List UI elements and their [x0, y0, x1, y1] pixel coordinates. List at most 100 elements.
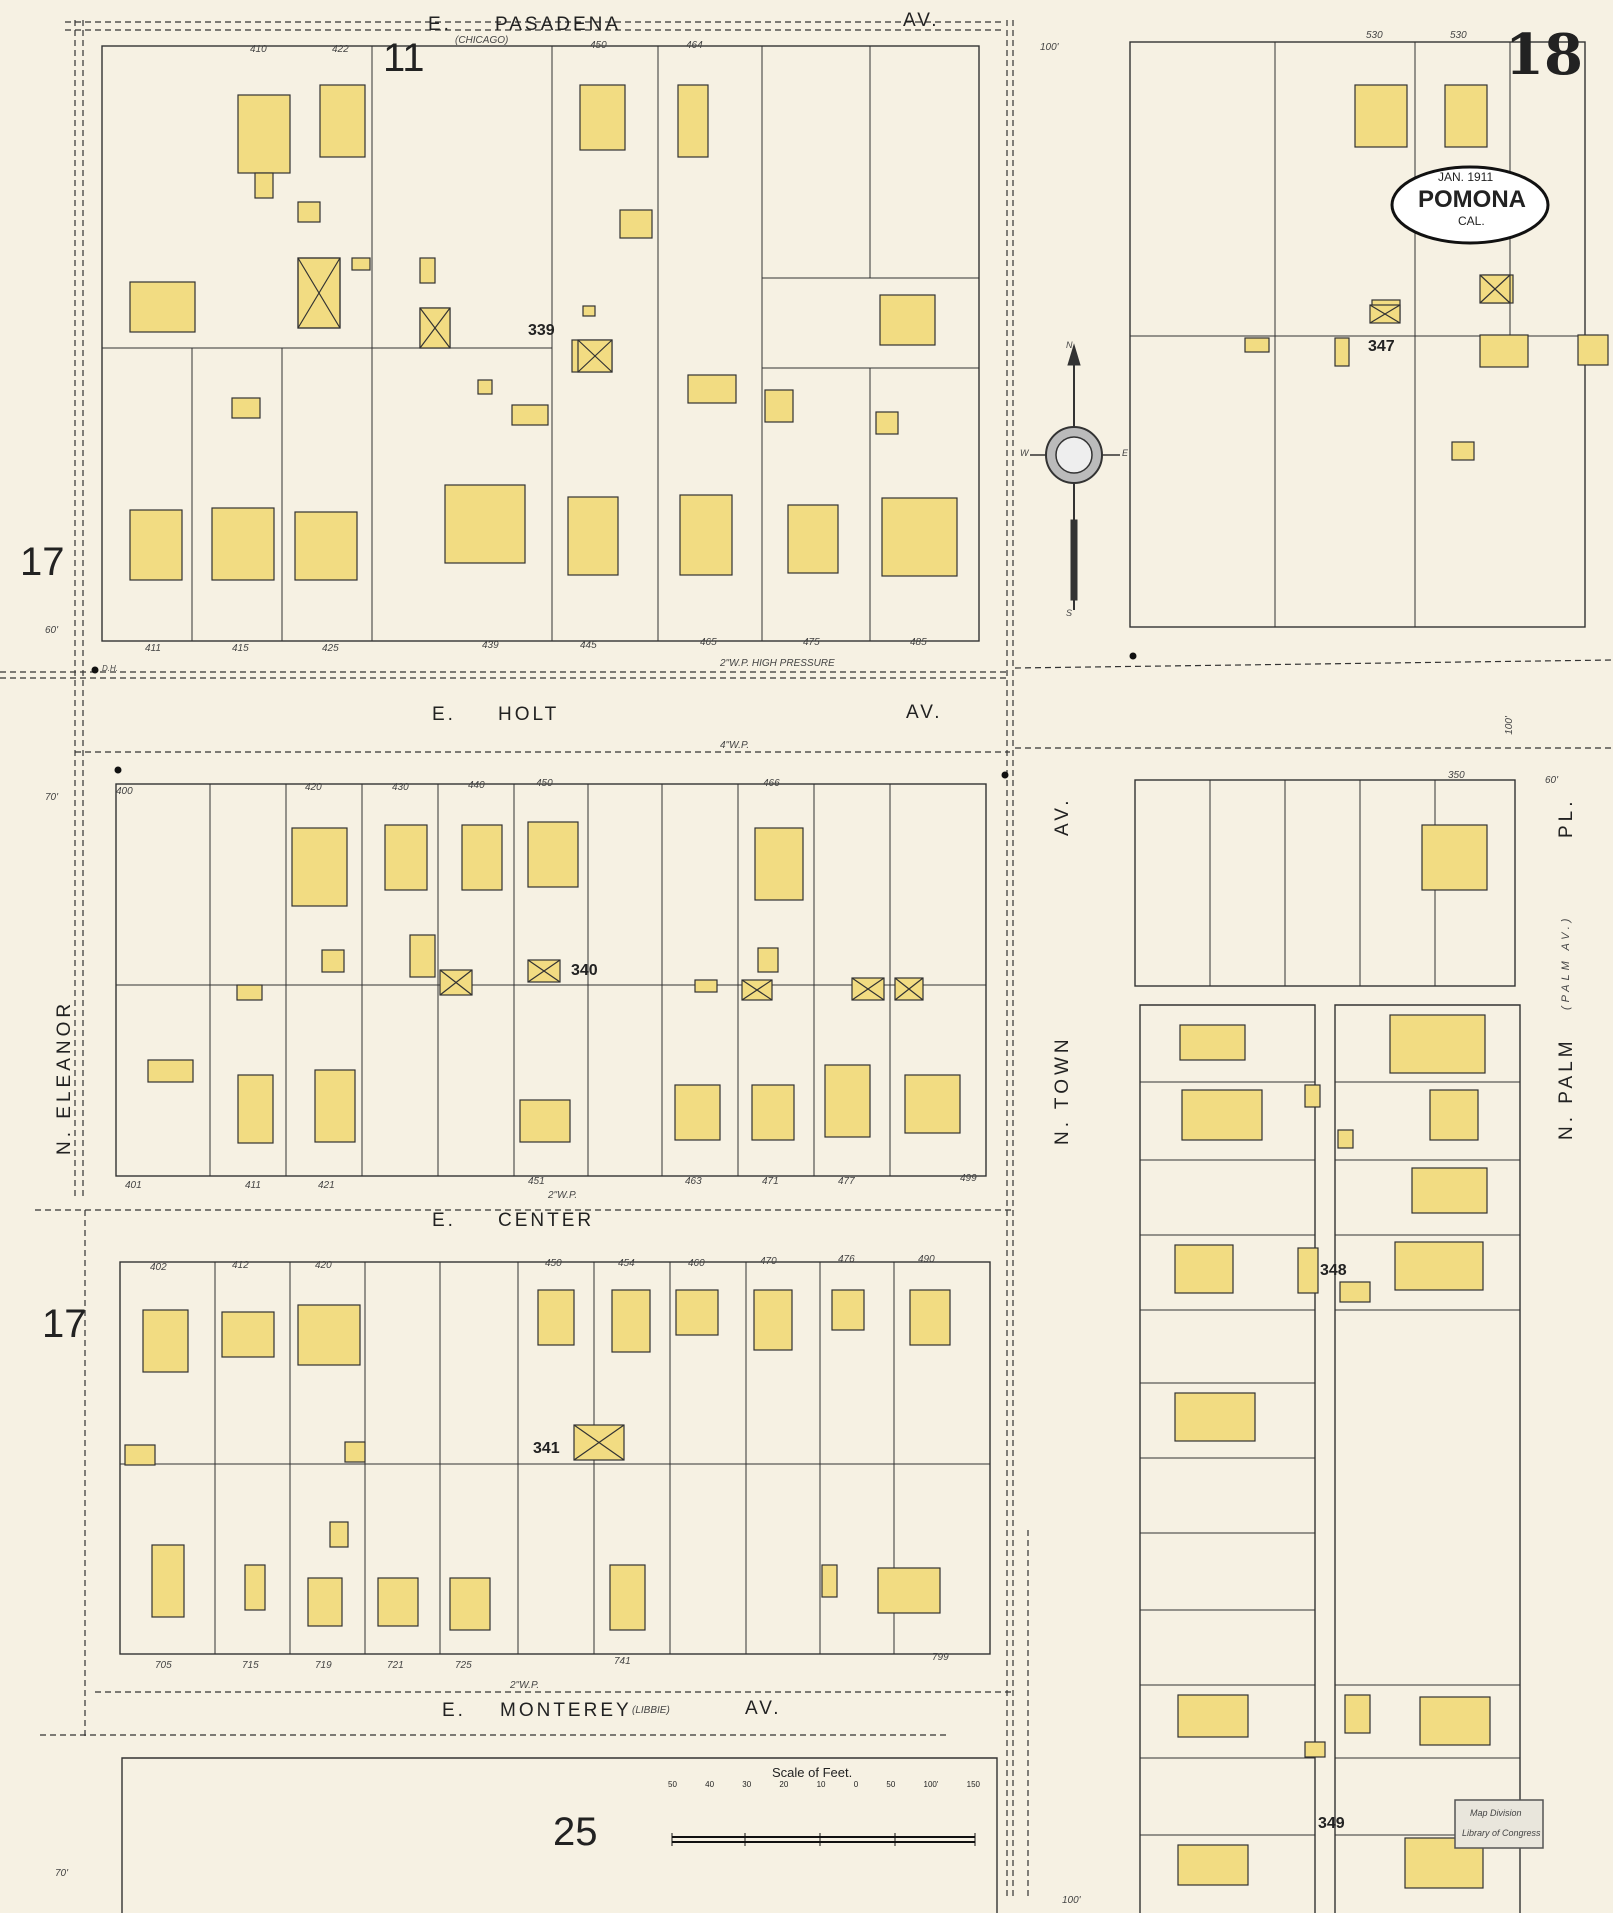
- width-left-60: 60': [45, 625, 59, 636]
- street-palm-pl: PL.: [1556, 797, 1577, 838]
- block-number-348: 348: [1320, 1262, 1347, 1279]
- block-348: [1134, 779, 1521, 1913]
- house-number: 400: [116, 786, 133, 797]
- width-holt: 100': [1503, 716, 1515, 735]
- street-center-name: CENTER: [498, 1210, 595, 1231]
- stables-x: [297, 257, 1511, 1461]
- house-number: 412: [232, 1260, 249, 1271]
- street-holt-suffix: AV.: [906, 702, 943, 723]
- adjoining-sheet-left-a: 17: [20, 540, 65, 584]
- street-monterey-name: MONTEREY: [500, 1700, 632, 1721]
- house-number: 530: [1450, 30, 1467, 41]
- house-number: 705: [155, 1660, 172, 1671]
- scale-title: Scale of Feet.: [772, 1765, 853, 1780]
- house-number: 401: [125, 1180, 142, 1191]
- scale-tick: 40: [705, 1780, 715, 1789]
- street-monterey-alt: (LIBBIE): [632, 1705, 670, 1716]
- house-number: 420: [315, 1260, 332, 1271]
- scale-tick: 20: [779, 1780, 789, 1789]
- scale-tick: 150: [966, 1780, 980, 1789]
- house-number: 454: [618, 1258, 635, 1269]
- house-number: 466: [763, 778, 780, 789]
- stamp-line-1: Map Division: [1470, 1808, 1522, 1818]
- width-palm: 60': [1545, 775, 1559, 786]
- compass-w: W: [1020, 448, 1029, 458]
- street-monterey-prefix: E.: [442, 1700, 466, 1721]
- street-center-prefix: E.: [432, 1210, 456, 1231]
- house-number: 415: [232, 643, 249, 654]
- cartouche-date: JAN. 1911: [1438, 170, 1494, 184]
- street-pasadena-prefix: E.: [428, 14, 452, 35]
- block-number-340: 340: [571, 962, 598, 979]
- cartouche-oval: [1390, 165, 1550, 245]
- cartouche-state: CAL.: [1458, 214, 1485, 228]
- block-25: [121, 1757, 998, 1913]
- house-number: 450: [536, 778, 553, 789]
- compass-rose: [1030, 343, 1120, 610]
- scale-ticks: 50 40 30 20 10 0 50 100' 150: [668, 1780, 980, 1789]
- width-town: 100': [1062, 1895, 1081, 1906]
- main-holt-south: 4"W.P.: [720, 740, 750, 751]
- house-number: 450: [590, 40, 607, 51]
- house-number: 410: [250, 44, 267, 55]
- house-number: 440: [468, 780, 485, 791]
- adjoining-sheet-top: 11: [383, 36, 425, 80]
- house-number: 476: [838, 1254, 855, 1265]
- adjoining-sheet-bottom: 25: [553, 1810, 598, 1854]
- house-number: 490: [918, 1254, 935, 1265]
- dwelling-footprints: [124, 84, 1609, 1889]
- scale-tick: 100': [923, 1780, 939, 1789]
- scale-tick: 0: [853, 1780, 859, 1789]
- main-holt: 2"W.P. HIGH PRESSURE: [720, 658, 835, 669]
- house-number: 350: [1448, 770, 1465, 781]
- house-number: 450: [545, 1258, 562, 1269]
- compass-n: N: [1066, 340, 1073, 350]
- house-number: 460: [688, 1258, 705, 1269]
- house-number: 719: [315, 1660, 332, 1671]
- street-pasadena-suffix: AV.: [903, 10, 940, 31]
- house-number: 464: [686, 40, 703, 51]
- width-pasadena: 100': [1040, 42, 1059, 53]
- hydrant-label: D.H.: [102, 664, 118, 673]
- street-town-av: AV.: [1052, 796, 1073, 836]
- house-number: 425: [322, 643, 339, 654]
- block-number-339: 339: [528, 322, 555, 339]
- street-palm: N. PALM: [1556, 1037, 1577, 1140]
- house-number: 470: [760, 1256, 777, 1267]
- house-number: 725: [455, 1660, 472, 1671]
- house-number: 445: [580, 640, 597, 651]
- main-monterey: 2"W.P.: [510, 1680, 540, 1691]
- house-number: 530: [1366, 30, 1383, 41]
- hydrant-dots: [91, 652, 1137, 779]
- house-number: 485: [910, 637, 927, 648]
- block-number-347: 347: [1368, 338, 1395, 355]
- width-bottom-left: 70': [55, 1868, 69, 1879]
- street-town: N. TOWN: [1052, 1035, 1073, 1145]
- house-number: 475: [803, 637, 820, 648]
- scale-tick: 50: [668, 1780, 677, 1789]
- compass-e: E: [1122, 448, 1129, 458]
- cartouche-city: POMONA: [1418, 186, 1526, 213]
- house-number: 422: [332, 44, 349, 55]
- street-holt-prefix: E.: [432, 704, 456, 725]
- main-center: 2"W.P.: [548, 1190, 578, 1201]
- stamp-line-2: Library of Congress: [1462, 1828, 1541, 1838]
- house-number: 741: [614, 1656, 631, 1667]
- house-number: 439: [482, 640, 499, 651]
- house-number: 451: [528, 1176, 545, 1187]
- scale-bar: [671, 1833, 976, 1846]
- street-pasadena-alt: (CHICAGO): [455, 35, 509, 46]
- block-number-349: 349: [1318, 1815, 1345, 1832]
- house-number: 402: [150, 1262, 167, 1273]
- house-number: 499: [960, 1173, 977, 1184]
- block-340: [115, 783, 987, 1177]
- street-holt-name: HOLT: [498, 704, 560, 725]
- street-edge-lines: [0, 20, 1613, 1900]
- house-number: 411: [145, 643, 161, 654]
- house-number: 421: [318, 1180, 335, 1191]
- sheet-number: 18: [1505, 22, 1583, 88]
- street-palm-alt: (PALM AV.): [1560, 914, 1572, 1010]
- house-number: 721: [387, 1660, 404, 1671]
